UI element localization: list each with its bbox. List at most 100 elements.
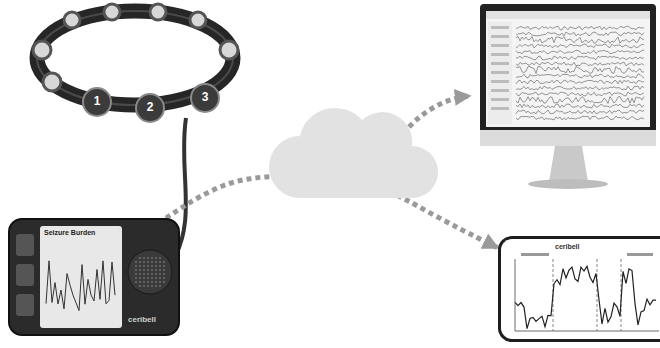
device-part bbox=[135, 277, 137, 279]
device-part bbox=[155, 281, 157, 283]
device-part bbox=[135, 273, 137, 275]
device-part bbox=[151, 277, 153, 279]
device-part bbox=[139, 285, 141, 287]
device-part bbox=[143, 265, 145, 267]
eeg-traces bbox=[491, 26, 644, 120]
device-part bbox=[163, 281, 165, 283]
device-part bbox=[147, 277, 149, 279]
device-part bbox=[139, 277, 141, 279]
device-part bbox=[155, 269, 157, 271]
list-item bbox=[491, 89, 509, 92]
phone-art bbox=[501, 239, 660, 339]
art-part bbox=[104, 4, 120, 20]
art-part bbox=[488, 22, 512, 124]
art-part bbox=[480, 4, 656, 146]
eeg-trace bbox=[516, 74, 644, 78]
device-part bbox=[135, 281, 137, 283]
list-item bbox=[491, 53, 509, 56]
device-part bbox=[163, 273, 165, 275]
device-part bbox=[147, 269, 149, 271]
device-part bbox=[147, 265, 149, 267]
device-part bbox=[16, 264, 34, 286]
device-part bbox=[159, 277, 161, 279]
device-part bbox=[151, 281, 153, 283]
device-part bbox=[159, 285, 161, 287]
phone-chart bbox=[515, 259, 516, 331]
device-part bbox=[151, 285, 153, 287]
device-part bbox=[155, 273, 157, 275]
callout-number: 1 bbox=[94, 95, 101, 108]
art-part bbox=[37, 11, 233, 105]
list-item bbox=[491, 107, 509, 110]
device-part bbox=[135, 265, 137, 267]
device-part bbox=[155, 261, 157, 263]
device-part bbox=[143, 257, 145, 259]
device-part bbox=[143, 261, 145, 263]
device-part bbox=[143, 273, 145, 275]
art-part bbox=[486, 11, 650, 19]
callout-number: 2 bbox=[147, 101, 154, 114]
device-part bbox=[135, 261, 137, 263]
device-part bbox=[139, 257, 141, 259]
phone-app: ceribell bbox=[498, 236, 660, 342]
list-item bbox=[491, 26, 509, 29]
electrode-number: 3 bbox=[190, 83, 220, 113]
eeg-trace bbox=[516, 80, 644, 84]
label: ceribell bbox=[555, 243, 580, 251]
device-part bbox=[155, 277, 157, 279]
eeg-trace bbox=[516, 44, 644, 48]
device-part bbox=[159, 257, 161, 259]
device-part bbox=[151, 261, 153, 263]
art-part bbox=[43, 73, 61, 91]
art-part bbox=[220, 41, 238, 59]
screen-text: ceribell bbox=[128, 316, 156, 325]
device-part bbox=[163, 269, 165, 271]
back-electrodes bbox=[33, 4, 238, 91]
device-part bbox=[147, 273, 149, 275]
device-part bbox=[147, 261, 149, 263]
device-part bbox=[159, 269, 161, 271]
eeg-trace bbox=[516, 97, 644, 104]
device-part bbox=[147, 285, 149, 287]
device-part bbox=[163, 277, 165, 279]
electrode-number: 2 bbox=[135, 93, 165, 123]
device-part bbox=[159, 261, 161, 263]
screen-text: Seizure Burden bbox=[44, 229, 95, 237]
device-part bbox=[128, 250, 172, 294]
eeg-trace bbox=[516, 32, 644, 36]
art-part bbox=[37, 11, 233, 105]
device-part bbox=[151, 273, 153, 275]
callout-number: 3 bbox=[202, 91, 209, 104]
phone-chart bbox=[515, 331, 659, 332]
art-part bbox=[33, 41, 51, 59]
device-part bbox=[143, 277, 145, 279]
device-part bbox=[139, 269, 141, 271]
device-part bbox=[139, 265, 141, 267]
eeg-trace bbox=[516, 62, 644, 66]
eeg-trace bbox=[516, 104, 644, 108]
device-part bbox=[16, 234, 34, 256]
cloud bbox=[269, 108, 438, 198]
device-part bbox=[16, 294, 34, 316]
device-part bbox=[139, 281, 141, 283]
device-part bbox=[163, 261, 165, 263]
phone-chart bbox=[515, 266, 656, 328]
device-part bbox=[151, 269, 153, 271]
electrode-number: 1 bbox=[82, 87, 112, 117]
eeg-trace bbox=[516, 92, 644, 96]
art-part bbox=[190, 12, 206, 28]
eeg-trace bbox=[516, 37, 644, 44]
device-part bbox=[40, 226, 122, 328]
device-part bbox=[151, 257, 153, 259]
list-item bbox=[491, 80, 509, 83]
eeg-trace bbox=[516, 110, 644, 114]
device-part bbox=[143, 281, 145, 283]
phone-chart bbox=[521, 253, 549, 256]
device-part bbox=[155, 265, 157, 267]
device-part bbox=[151, 265, 153, 267]
device-part bbox=[159, 265, 161, 267]
eeg-trace bbox=[516, 86, 644, 90]
art-part bbox=[549, 146, 588, 182]
art-part bbox=[150, 4, 166, 20]
